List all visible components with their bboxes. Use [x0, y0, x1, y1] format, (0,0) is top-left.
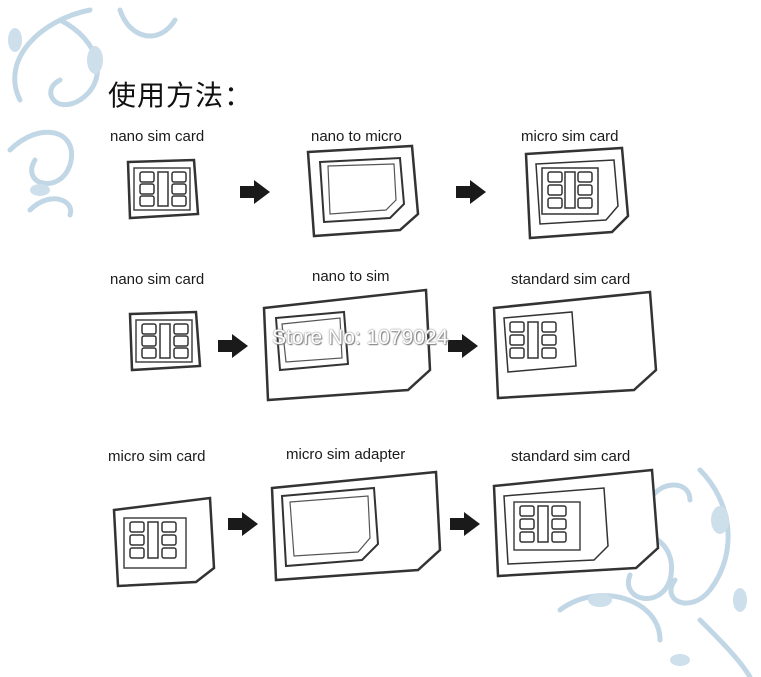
- standard-sim-card-diagram: [492, 290, 658, 400]
- right-arrow-icon: [456, 180, 486, 204]
- nano-sim-card-diagram: [128, 310, 202, 372]
- right-arrow-icon: [228, 512, 258, 536]
- micro-sim-adapter-diagram: [270, 470, 442, 582]
- label-micro-sim-adapter: micro sim adapter: [286, 446, 406, 463]
- nano-to-micro-adapter-diagram: [306, 144, 420, 238]
- label-nano-to-micro: nano to micro: [311, 128, 402, 145]
- right-arrow-icon: [240, 180, 270, 204]
- standard-sim-card-diagram: [492, 468, 660, 578]
- label-micro-sim-card: micro sim card: [108, 448, 206, 465]
- label-nano-sim-card: nano sim card: [110, 128, 205, 145]
- nano-sim-card-diagram: [126, 158, 200, 220]
- label-standard-sim-card: standard sim card: [511, 271, 631, 288]
- label-nano-to-sim: nano to sim: [312, 268, 390, 285]
- label-standard-sim-card: standard sim card: [511, 448, 631, 465]
- right-arrow-icon: [218, 334, 248, 358]
- label-micro-sim-card: micro sim card: [521, 128, 619, 145]
- micro-sim-card-diagram: [524, 146, 630, 240]
- label-nano-sim-card: nano sim card: [110, 271, 205, 288]
- right-arrow-icon: [450, 512, 480, 536]
- nano-to-sim-adapter-diagram: [262, 288, 432, 402]
- right-arrow-icon: [448, 334, 478, 358]
- micro-sim-card-diagram: [112, 496, 216, 588]
- page-title: 使用方法：: [108, 79, 254, 112]
- store-watermark: Store No: 1079024: [272, 326, 449, 349]
